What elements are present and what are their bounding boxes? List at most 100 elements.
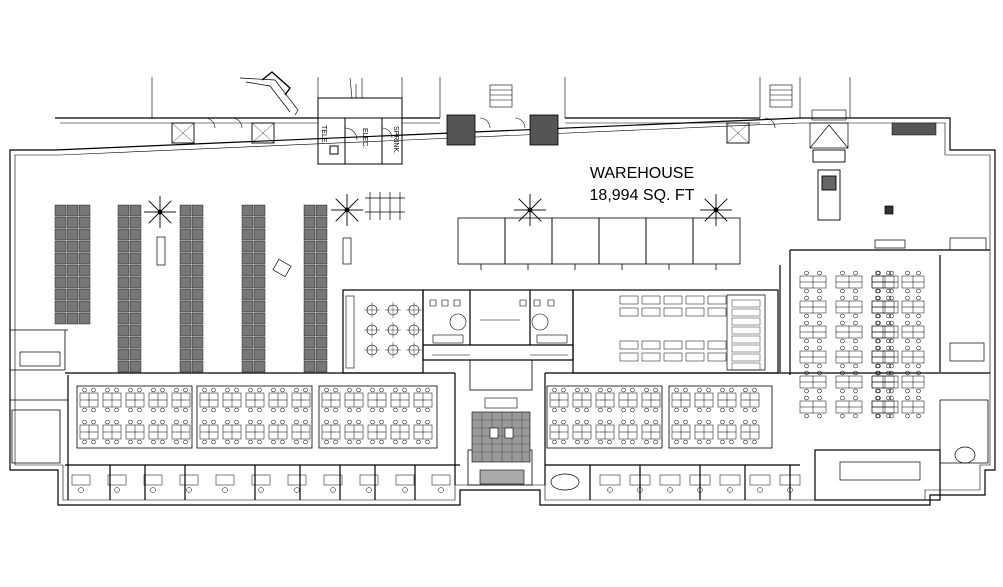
rack-bay (241, 264, 254, 277)
office-chair (667, 487, 673, 493)
rack-bay (303, 360, 316, 373)
rack-bay (78, 288, 91, 301)
rack-bay (129, 312, 142, 325)
workstation-cluster (694, 387, 714, 413)
office-chair (607, 487, 613, 493)
office-chair (114, 487, 120, 493)
office-desk (323, 474, 343, 486)
workstation-cluster (835, 270, 863, 294)
canopy-tent (551, 217, 600, 265)
storage-shelf (731, 317, 761, 326)
rack-bay (303, 216, 316, 229)
rack-bay (241, 336, 254, 349)
workstation-cluster (291, 419, 311, 445)
rack-bay (253, 288, 266, 301)
rack-bay (191, 348, 204, 361)
rack-bay (303, 276, 316, 289)
office-desk (215, 474, 235, 486)
conference-tables (19, 342, 985, 491)
workstation-clusters (71, 385, 801, 493)
office-desk (143, 474, 163, 486)
workstation-cluster (740, 387, 760, 413)
office-chair (438, 487, 444, 493)
rack-bay (253, 336, 266, 349)
workstation-cluster (549, 387, 569, 413)
training-desk (641, 307, 661, 317)
central-reception (471, 397, 531, 485)
training-desk (707, 295, 727, 305)
storage-shelf (731, 344, 761, 353)
ceiling-fan (700, 194, 732, 226)
office-chair (697, 487, 703, 493)
rack-bay (129, 348, 142, 361)
workstation-cluster (871, 370, 895, 394)
workstation-zone (196, 385, 313, 449)
pallet-racks (54, 204, 328, 373)
workstation-cluster (79, 387, 99, 413)
workstation-cluster (871, 295, 895, 319)
rack-bay (78, 312, 91, 325)
storage-shelf (731, 335, 761, 344)
workstation-cluster (901, 395, 925, 419)
rack-bay (241, 252, 254, 265)
rack-bay (78, 252, 91, 265)
workstation-zone (76, 385, 193, 449)
workstation-cluster (222, 419, 242, 445)
rack-bay (179, 216, 192, 229)
workstation-cluster (595, 419, 615, 445)
rack-bay (117, 228, 130, 241)
rack-bay (191, 360, 204, 373)
rack-bay (241, 324, 254, 337)
training-desk (685, 307, 705, 317)
office-desk (287, 474, 307, 486)
rack-bay (66, 288, 79, 301)
ceiling-fan (144, 196, 176, 228)
rack-bay (303, 312, 316, 325)
kitchen-counter (345, 295, 355, 369)
office-chair (727, 487, 733, 493)
rack-bay (54, 312, 67, 325)
rack-bay (253, 216, 266, 229)
rack-bay (191, 204, 204, 217)
rack-bay (303, 336, 316, 349)
rack-bay (303, 204, 316, 217)
rack-bay (129, 336, 142, 349)
workstation-cluster (717, 419, 737, 445)
rack-bay (117, 204, 130, 217)
rack-bay (303, 228, 316, 241)
rack-bay (129, 240, 142, 253)
rack-bay (179, 204, 192, 217)
office-desk (359, 474, 379, 486)
rack-bay (78, 300, 91, 313)
workstation-cluster (799, 270, 827, 294)
workstation-cluster (901, 345, 925, 369)
warehouse-area: 18,994 SQ. FT (590, 187, 695, 204)
rack-bay (66, 300, 79, 313)
rack-bay (315, 324, 328, 337)
room-label-elec: ELEC. (361, 128, 368, 148)
office-chair (150, 487, 156, 493)
rack-bay (54, 204, 67, 217)
training-room-desks (619, 295, 761, 371)
restrooms (429, 299, 568, 356)
rack-bay (315, 204, 328, 217)
rack-bay (303, 288, 316, 301)
rack-bay (129, 360, 142, 373)
rack-bay (54, 288, 67, 301)
office-chair (78, 487, 84, 493)
workstation-cluster (901, 270, 925, 294)
ceiling-fan (514, 194, 546, 226)
workstation-cluster (671, 387, 691, 413)
training-desk (619, 340, 639, 350)
rack-bay (78, 204, 91, 217)
workstation-zone (546, 385, 663, 449)
workstation-cluster (102, 419, 122, 445)
workstation-cluster (199, 387, 219, 413)
workstation-cluster (102, 387, 122, 413)
office-desk (107, 474, 127, 486)
rack-bay (253, 312, 266, 325)
rack-bay (66, 216, 79, 229)
rack-bay (191, 228, 204, 241)
workstation-cluster (148, 419, 168, 445)
rack-bay (54, 228, 67, 241)
